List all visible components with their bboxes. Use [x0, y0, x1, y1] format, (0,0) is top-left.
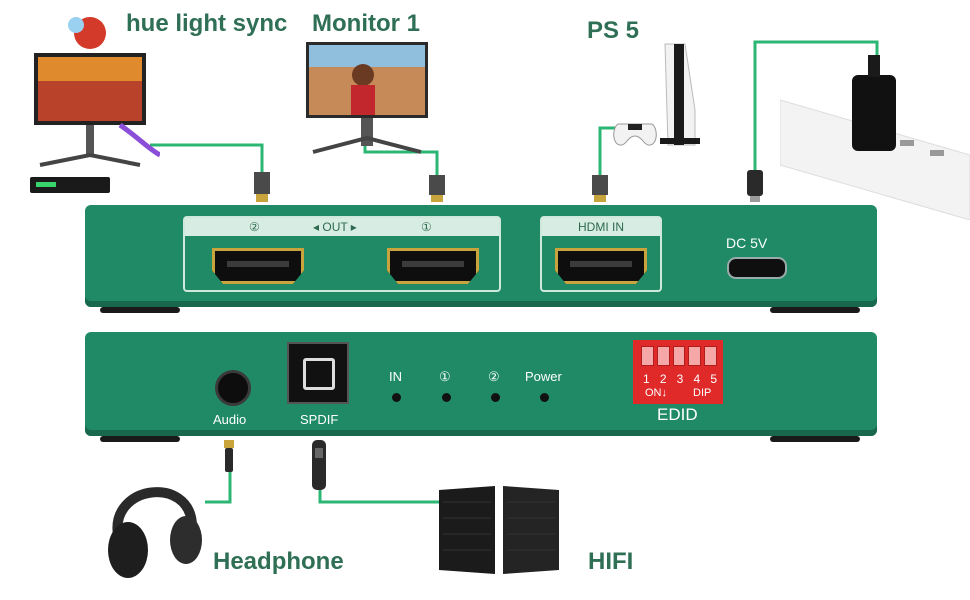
tv-icon — [30, 17, 160, 193]
speaker-icon — [439, 486, 559, 574]
led-power-label: Power — [525, 369, 562, 384]
hdmi-in-label: HDMI IN — [542, 218, 660, 236]
dc-5v-label: DC 5V — [726, 235, 768, 251]
led-1 — [442, 393, 451, 402]
monitor-heading: Monitor 1 — [312, 10, 420, 37]
bottom-panel: Audio SPDIF IN ① ② Power 1 2 3 4 5 ON↓ D… — [85, 332, 877, 436]
hdmi-in-port — [555, 248, 647, 284]
foot — [100, 436, 180, 442]
led-in — [392, 393, 401, 402]
cable-headphone — [205, 470, 232, 504]
dip-toggle-3 — [672, 346, 686, 366]
dip-on-label: ON↓ — [645, 387, 667, 399]
spdif-label: SPDIF — [300, 412, 339, 427]
hdmi-plug-2 — [429, 175, 445, 202]
dip-switch: 1 2 3 4 5 ON↓ DIP — [633, 340, 723, 404]
ps5-icon — [660, 43, 700, 146]
ps5-heading: PS 5 — [587, 17, 640, 44]
headphone-heading: Headphone — [213, 548, 344, 575]
power-strip-icon — [780, 99, 970, 220]
hdmi-plug-1 — [254, 172, 270, 202]
out-frame: ② ◂ OUT ▸ ① — [183, 216, 501, 292]
optical-plug — [312, 440, 326, 490]
foot — [100, 307, 180, 313]
out-label: ◂ OUT ▸ — [313, 220, 357, 234]
hue-light-sync-heading: hue light sync — [126, 10, 288, 37]
hdmi-out-1-port — [387, 248, 479, 284]
monitor-icon — [306, 42, 428, 154]
dip-number: 1 — [643, 372, 650, 386]
dip-number: 2 — [659, 372, 667, 386]
dip-toggle-5 — [704, 346, 717, 366]
cable-hifi — [318, 490, 440, 504]
charger-icon — [852, 55, 896, 151]
hifi-heading: HIFI — [588, 548, 634, 575]
audio-label: Audio — [213, 412, 247, 427]
usb-c-port — [727, 257, 787, 279]
hdmi-out-2-port — [212, 248, 304, 284]
dip-toggle-1 — [641, 346, 654, 366]
led-in-label: IN — [389, 369, 402, 384]
usb-c-plug — [747, 170, 763, 202]
dip-toggle-4 — [688, 346, 702, 366]
hdmi-in-frame: HDMI IN — [540, 216, 662, 292]
edid-label: EDID — [657, 405, 698, 424]
top-panel: ② ◂ OUT ▸ ① HDMI IN DC 5V — [85, 205, 877, 307]
dip-number: 3 — [676, 372, 684, 386]
controller-icon — [613, 123, 657, 146]
out-port-2-label: ② — [249, 220, 260, 234]
audio-jack — [215, 370, 251, 406]
led-power — [540, 393, 549, 402]
led-2-label: ② — [488, 369, 500, 384]
dip-text-label: DIP — [693, 387, 712, 399]
led-2 — [491, 393, 500, 402]
dip-toggle-2 — [656, 346, 670, 366]
headphone-icon — [108, 487, 202, 578]
spdif-port — [287, 342, 349, 404]
dip-number: 5 — [710, 372, 717, 386]
audio-jack-plug — [224, 440, 234, 472]
led-1-label: ① — [439, 369, 451, 384]
out-port-1-label: ① — [421, 220, 432, 234]
cable-power — [753, 40, 879, 170]
cable-hue — [150, 143, 264, 172]
foot — [770, 307, 860, 313]
dip-number: 4 — [693, 372, 701, 386]
hdmi-plug-3 — [592, 175, 608, 202]
foot — [770, 436, 860, 442]
